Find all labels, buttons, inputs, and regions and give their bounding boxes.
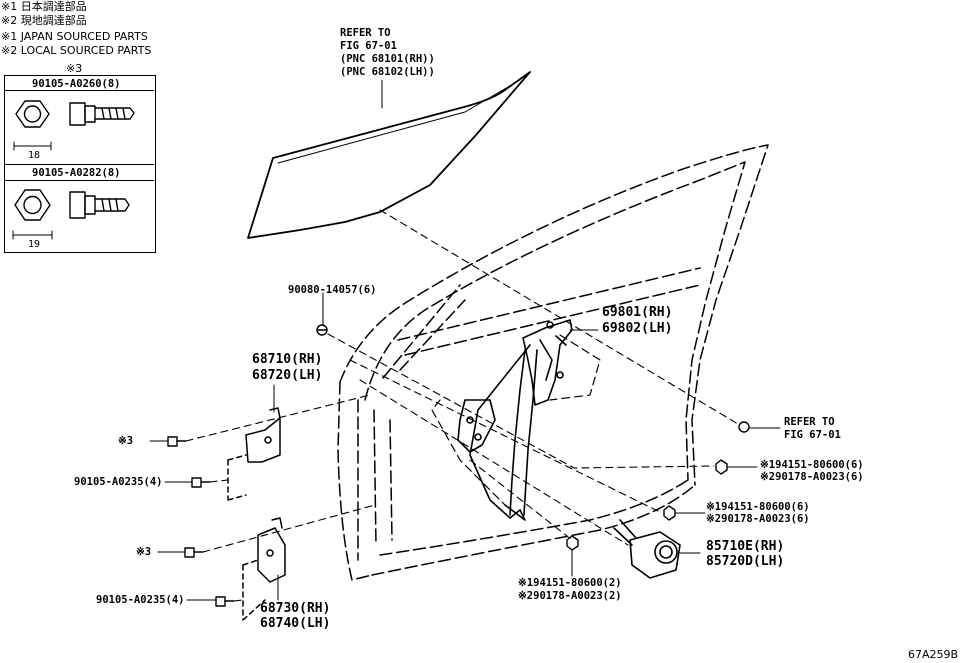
lower-hinge [242,517,286,621]
bolt-lower-a-label: ※3 [136,546,152,558]
upper-hinge [227,407,281,501]
note-local-jp: ※2 現地調達部品 [1,14,87,27]
bolt-lower-b-icon [215,596,235,607]
door-frame [337,144,769,581]
regulator-outline [431,334,601,506]
nut-bottom-line2: ※290178-A0023(2) [518,590,622,602]
fasteners [167,324,750,607]
legend-bolt1-size: 18 [28,150,41,161]
legend-bolt1-part: 90105-A0260(8) [32,78,121,90]
nut-bottom-icon [566,535,579,551]
window-regulator [457,319,573,521]
note-local-en: ※2 LOCAL SOURCED PARTS [1,44,152,57]
legend-row2-header [4,164,154,181]
bolt-lower-a-icon [184,547,204,558]
motor-rh-label: 85710E(RH) [706,539,785,554]
legend-bolt1-icon [13,100,135,151]
nut-bottom-line1: ※194151-80600(2) [518,577,622,589]
glass-ref-line4: (PNC 68102(LH)) [340,66,435,78]
window-glass [247,71,531,239]
glass-ref-line1: REFER TO [340,27,391,39]
ref-right-line2: FIG 67-01 [784,429,841,441]
bolt-upper-a-icon [167,436,187,447]
nut-right2-line2: ※290178-A0023(6) [706,513,810,525]
bolt-upper-b-icon [191,477,211,488]
bolt-ref-right-icon [738,421,750,433]
legend-bolt2-icon [12,189,130,240]
legend-bolt2-size: 19 [28,239,41,250]
leader-lines [185,209,739,602]
nut-right2-icon [663,505,676,521]
bolt-upper-a-label: ※3 [118,435,134,447]
upper-hinge-lh-label: 68720(LH) [252,368,323,383]
note-japan-en: ※1 JAPAN SOURCED PARTS [1,30,148,43]
bolt-lower-b-label: 90105-A0235(4) [96,594,185,606]
legend-bolt2-part: 90105-A0282(8) [32,167,121,179]
figure-code: 67A259B [908,648,959,661]
nut-right1-icon [715,459,728,475]
ref-right-line1: REFER TO [784,416,835,428]
screw-top-label: 90080-14057(6) [288,284,377,296]
nut-right1-line1: ※194151-80600(6) [760,459,864,471]
nut-right1-line2: ※290178-A0023(6) [760,471,864,483]
regulator-rh-label: 69801(RH) [602,305,673,320]
upper-hinge-rh-label: 68710(RH) [252,352,323,367]
nut-right2-line1: ※194151-80600(6) [706,501,810,513]
screw-top-icon [316,324,328,336]
legend-row1-header [4,75,154,91]
legend-header: ※3 [66,62,83,75]
note-japan-jp: ※1 日本調達部品 [1,0,87,13]
lower-hinge-rh-label: 68730(RH) [260,601,331,616]
window-motor [613,519,681,579]
regulator-lh-label: 69802(LH) [602,321,673,336]
callout-leaders [149,79,781,601]
lower-hinge-lh-label: 68740(LH) [260,616,331,631]
glass-ref-line3: (PNC 68101(RH)) [340,53,435,65]
bolt-upper-b-label: 90105-A0235(4) [74,476,163,488]
glass-ref-line2: FIG 67-01 [340,40,397,52]
motor-lh-label: 85720D(LH) [706,554,785,569]
